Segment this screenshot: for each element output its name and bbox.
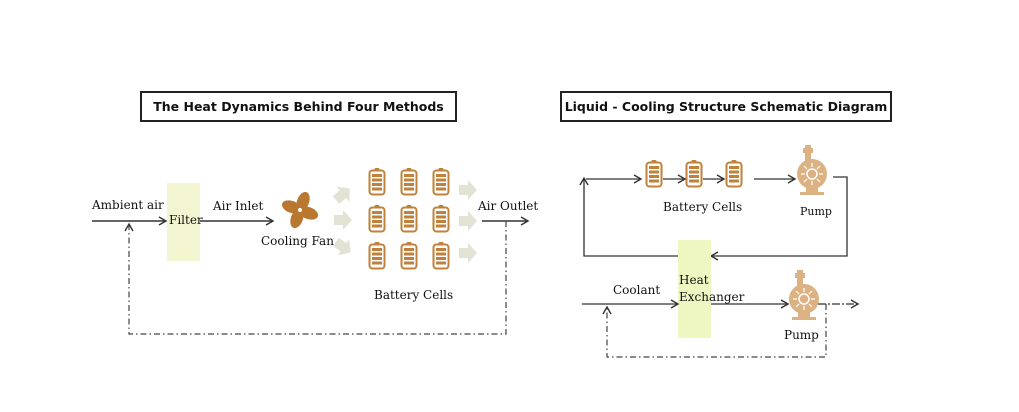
battery-cell-icon — [432, 167, 450, 196]
heat-exchanger-box — [678, 240, 711, 338]
airflow-arrow-right-icon — [334, 210, 352, 230]
battery-cell-icon — [645, 159, 663, 188]
exchanger-to-battery-line — [579, 176, 678, 257]
battery-cell-icon — [368, 167, 386, 196]
battery-cell-icon — [432, 241, 450, 270]
coolant-recirculation-dashed-line — [602, 304, 827, 358]
heat-exchanger-label-line2: Exchanger — [679, 290, 745, 304]
right-battery-row — [645, 159, 743, 188]
airflow-out-arrow-1-icon — [459, 180, 477, 200]
air-inlet-label: Air Inlet — [213, 199, 264, 213]
filter-box — [167, 183, 200, 261]
right-battery-cells-label: Battery Cells — [663, 200, 743, 214]
battery-cell-icon — [725, 159, 743, 188]
left-panel-title: The Heat Dynamics Behind Four Methods — [140, 91, 457, 122]
battery-cell-icon — [400, 241, 418, 270]
right-panel-title: Liquid - Cooling Structure Schematic Dia… — [560, 91, 892, 122]
battery-cells-label: Battery Cells — [374, 288, 454, 302]
heat-exchanger-label-line1: Heat — [679, 273, 709, 287]
airflow-out-arrow-2-icon — [459, 211, 477, 231]
pump-bottom-icon — [788, 269, 820, 321]
pump-return-line — [709, 176, 848, 261]
airflow-arrow-down-icon — [330, 233, 357, 261]
pump-top-icon — [796, 144, 828, 196]
battery-cell-icon — [432, 204, 450, 233]
battery-cell-icon — [368, 204, 386, 233]
cooling-fan-label: Cooling Fan — [261, 234, 334, 248]
airflow-arrow-up-icon — [329, 180, 357, 208]
ambient-air-label: Ambient air — [92, 198, 164, 212]
battery-cell-icon — [368, 241, 386, 270]
airflow-out-arrow-3-icon — [459, 243, 477, 263]
pump-bottom-label: Pump — [784, 328, 819, 342]
battery-cell-icon — [685, 159, 703, 188]
cooling-fan-icon — [281, 191, 319, 229]
coolant-label: Coolant — [613, 283, 661, 297]
battery-cell-icon — [400, 204, 418, 233]
filter-label: Filter — [169, 213, 203, 227]
pump-top-label: Pump — [800, 205, 832, 218]
air-outlet-label: Air Outlet — [478, 199, 539, 213]
recirculation-dashed-line — [124, 221, 507, 335]
battery-grid — [368, 167, 450, 270]
battery-cell-icon — [400, 167, 418, 196]
